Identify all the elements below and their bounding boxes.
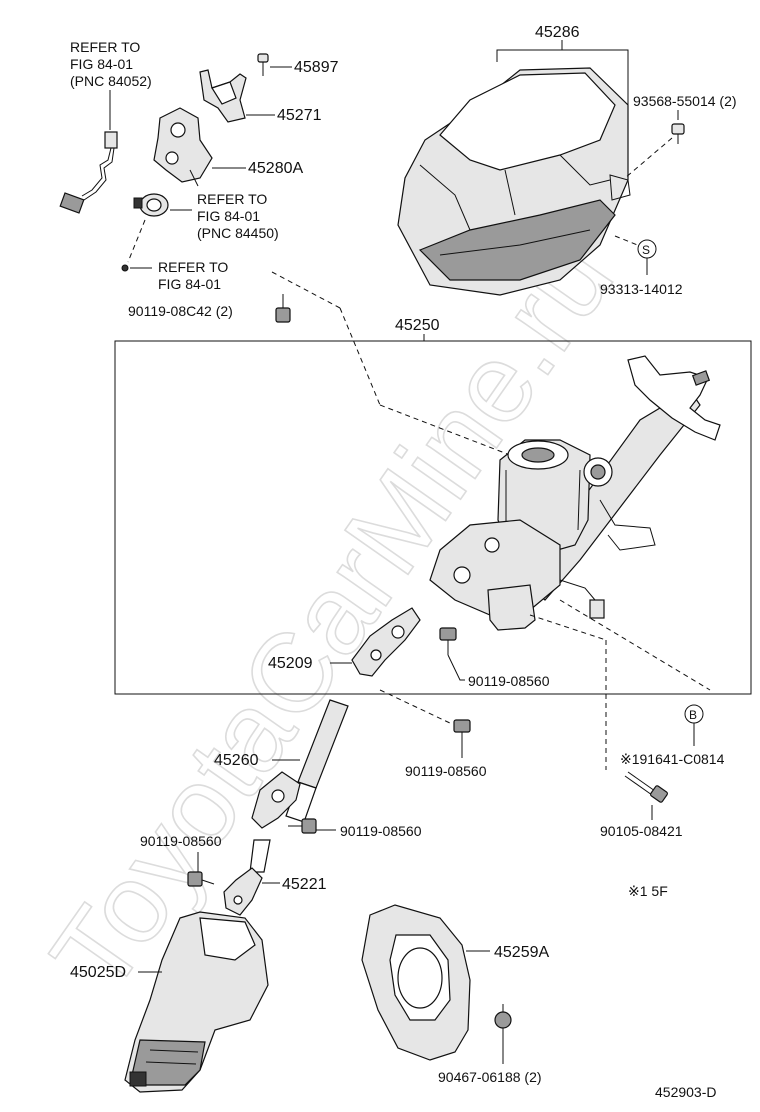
ref-note-2-line3: (PNC 84450) — [197, 225, 279, 241]
part-label-90119-08C42: 90119-08C42 (2) — [128, 303, 233, 319]
diagram-code: 452903-D — [655, 1084, 717, 1100]
part-label-90119-08560-d: 90119-08560 — [140, 833, 222, 849]
part-label-90119-08560-b: 90119-08560 — [405, 763, 487, 779]
lower-cover-45259A — [361, 904, 471, 1061]
wire-connector — [59, 131, 118, 214]
bolt-90119-08C42 — [275, 294, 291, 323]
ref-note-1-line1: REFER TO — [70, 39, 140, 55]
switch-housing-45280A — [153, 107, 213, 187]
part-label-45209: 45209 — [268, 655, 313, 672]
marker-s-label: S — [642, 243, 650, 257]
ref-note-2-line2: FIG 84-01 — [197, 208, 260, 224]
bracket-45271 — [199, 69, 247, 123]
part-label-93313: 93313-14012 — [600, 281, 683, 297]
steering-column-assembly — [429, 355, 721, 631]
watermark: ToyotaCarMine.ru — [27, 218, 636, 1014]
assembly-box-45250 — [114, 340, 752, 695]
part-label-45250: 45250 — [395, 317, 440, 334]
spiral-cable — [133, 193, 169, 217]
part-label-93568: 93568-55014 (2) — [633, 93, 737, 109]
bolt-90105-08421 — [624, 771, 668, 803]
marker-b-label: B — [689, 708, 697, 722]
part-label-45259A: 45259A — [494, 944, 549, 961]
bolt-90119-08560-a — [439, 627, 457, 655]
part-label-45221: 45221 — [282, 876, 327, 893]
small-screw-ref — [121, 264, 129, 272]
part-label-45897: 45897 — [294, 59, 339, 76]
part-label-45271: 45271 — [277, 107, 322, 124]
part-label-90105-08421: 90105-08421 — [600, 823, 683, 839]
screw-93568 — [671, 123, 685, 144]
bolt-90119-08560-b — [453, 719, 471, 748]
ref-note-1-line2: FIG 84-01 — [70, 56, 133, 72]
note-15f: ※1 5F — [628, 883, 668, 899]
upper-column-cover — [397, 67, 631, 296]
part-label-45286: 45286 — [535, 24, 580, 41]
column-boot-45025D — [124, 911, 269, 1093]
ref-note-3-line2: FIG 84-01 — [158, 276, 221, 292]
sliding-shaft-45260 — [251, 699, 349, 829]
part-label-45260: 45260 — [214, 752, 259, 769]
part-label-90119-08560-c: 90119-08560 — [340, 823, 422, 839]
part-label-45025D: 45025D — [70, 964, 126, 981]
yoke-45221 — [223, 839, 271, 916]
ref-note-1-line3: (PNC 84052) — [70, 73, 152, 89]
screw-45897 — [257, 53, 269, 76]
part-label-45280A: 45280A — [248, 160, 303, 177]
intermediate-joint-45209 — [351, 607, 421, 677]
part-label-191641: ※191641-C0814 — [620, 751, 725, 767]
part-label-90467: 90467-06188 (2) — [438, 1069, 542, 1085]
bolt-90119-08560-c — [288, 818, 317, 834]
part-label-90119-08560-a: 90119-08560 — [468, 673, 550, 689]
ref-note-3-line1: REFER TO — [158, 259, 228, 275]
bolt-90119-08560-d — [187, 871, 215, 887]
clip-90467 — [494, 1004, 512, 1029]
ref-note-2-line1: REFER TO — [197, 191, 267, 207]
